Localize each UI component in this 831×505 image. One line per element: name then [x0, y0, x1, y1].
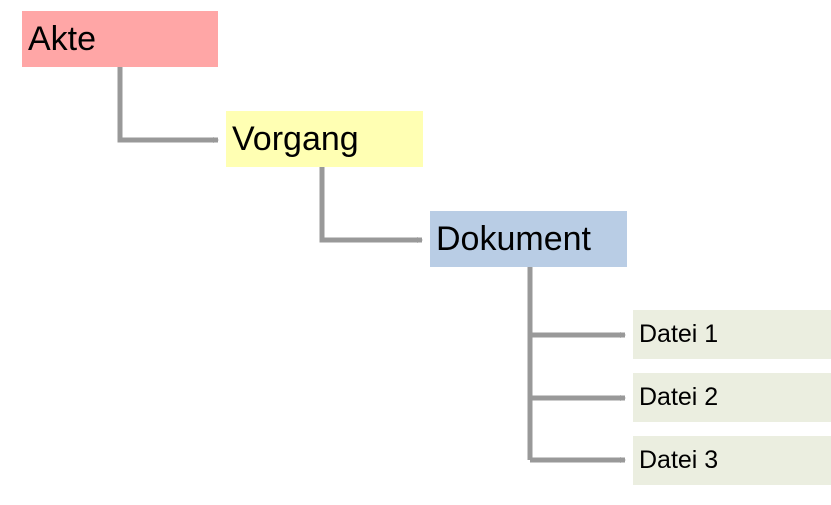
- node-label: Akte: [28, 19, 97, 58]
- node-vorgang: Vorgang: [226, 111, 423, 167]
- arrow-vorgang-dokument: [319, 167, 423, 243]
- node-datei-1: Datei 1: [633, 310, 831, 359]
- node-label: Datei 2: [639, 383, 719, 411]
- node-dokument: Dokument: [430, 211, 627, 267]
- node-datei-3: Datei 3: [633, 436, 831, 485]
- node-label: Datei 3: [639, 446, 719, 474]
- arrow-akte-vorgang: [117, 67, 219, 143]
- node-label: Vorgang: [232, 119, 359, 158]
- node-datei-2: Datei 2: [633, 373, 831, 422]
- node-label: Dokument: [436, 219, 591, 258]
- node-label: Datei 1: [639, 320, 719, 348]
- node-akte: Akte: [22, 11, 218, 67]
